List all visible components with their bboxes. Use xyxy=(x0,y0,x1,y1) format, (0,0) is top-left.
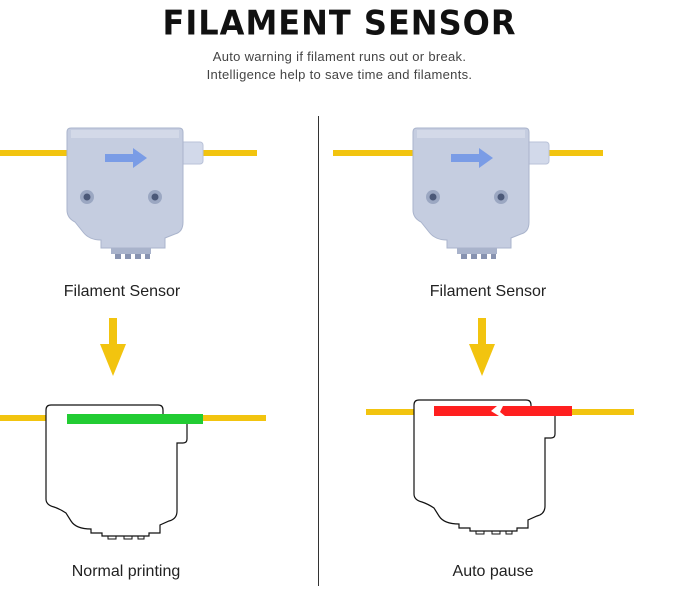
left-sensor-label: Filament Sensor xyxy=(63,283,181,300)
right-state-label: Auto pause xyxy=(452,563,534,580)
right-filament-segment-left xyxy=(434,406,499,416)
panel-divider xyxy=(318,116,319,586)
right-down-arrow-icon xyxy=(469,318,495,376)
left-outline-sensor xyxy=(0,404,266,540)
subtitle-line-2: Intelligence help to save time and filam… xyxy=(206,67,473,82)
left-filament-state-bar xyxy=(67,414,203,424)
left-sensor-device xyxy=(0,127,258,260)
right-filament-segment-right xyxy=(500,406,572,416)
subtitle-line-1: Auto warning if filament runs out or bre… xyxy=(212,49,467,64)
right-sensor-device xyxy=(332,127,604,260)
left-down-arrow-icon xyxy=(100,318,126,376)
right-sensor-label: Filament Sensor xyxy=(429,283,547,300)
left-state-label: Normal printing xyxy=(71,563,181,580)
page-title: FILAMENT SENSOR xyxy=(162,3,517,43)
right-outline-sensor xyxy=(366,399,634,535)
